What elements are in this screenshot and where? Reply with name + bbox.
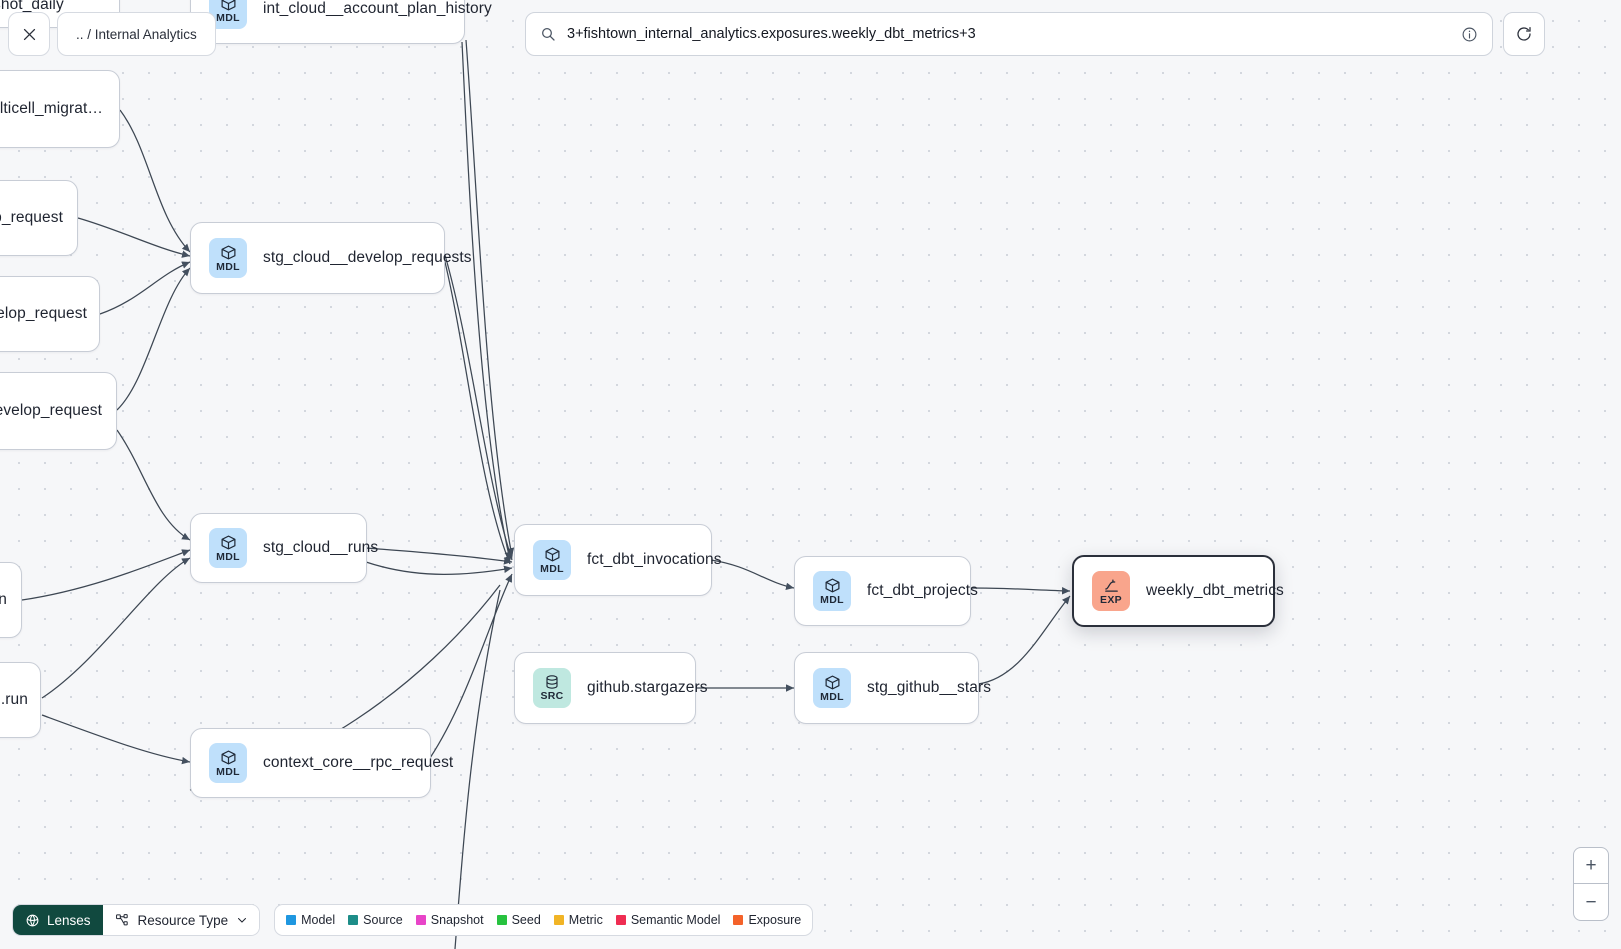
node-label: op_request <box>0 209 63 226</box>
graph-node[interactable]: multicell_migrat… <box>0 70 120 148</box>
legend-label: Source <box>363 913 403 927</box>
info-circle-icon[interactable] <box>1461 26 1478 43</box>
legend-item-exposure: Exposure <box>733 913 801 927</box>
badge-text: MDL <box>216 260 240 273</box>
badge-text: MDL <box>540 562 564 575</box>
node-label: context_core__rpc_request <box>263 754 454 771</box>
graph-node[interactable]: MDL stg_cloud__runs <box>190 513 378 583</box>
search-input[interactable] <box>567 26 1450 42</box>
refresh-icon <box>1517 26 1531 41</box>
chevron-down-icon <box>238 918 247 923</box>
legend-item-semantic-model: Semantic Model <box>615 913 721 927</box>
legend-swatch <box>415 915 426 925</box>
resource-type-dropdown[interactable]: Resource Type <box>102 905 260 935</box>
legend-swatch <box>286 915 297 925</box>
node-label: stg_cloud__develop_requests <box>263 249 472 266</box>
chart-line-icon: EXP <box>1092 571 1130 611</box>
node-label: snapshot_daily <box>0 0 64 13</box>
graph-node[interactable]: velop_request <box>0 276 100 352</box>
lenses-button[interactable]: Lenses <box>13 905 103 935</box>
graph-node[interactable]: MDL stg_cloud__develop_requests <box>190 222 472 294</box>
node-label: _develop_request <box>0 402 102 419</box>
graph-node[interactable]: MDL context_core__rpc_request <box>190 728 453 798</box>
node-label: github.stargazers <box>587 679 708 696</box>
cube-icon: MDL <box>533 540 571 580</box>
zoom-in-label: + <box>1585 855 1597 876</box>
legend-swatch <box>553 915 564 925</box>
node-label: n <box>0 591 7 608</box>
nodes-icon <box>115 913 128 925</box>
search-bar[interactable] <box>525 12 1493 56</box>
graph-node[interactable]: _develop_request <box>0 372 117 450</box>
node-label: fct_dbt_invocations <box>587 551 722 568</box>
graph-node[interactable]: MDL fct_dbt_invocations <box>514 524 722 596</box>
legend-label: Model <box>301 913 336 927</box>
lenses-label: Lenses <box>47 912 91 928</box>
graph-node[interactable]: n <box>0 562 22 638</box>
node-label: multicell_migrat… <box>0 100 103 117</box>
legend-item-metric: Metric <box>553 913 603 927</box>
legend-swatch <box>496 915 507 925</box>
graph-node-selected[interactable]: EXP weekly_dbt_metrics <box>1072 555 1284 627</box>
zoom-controls: + − <box>1573 847 1609 921</box>
badge-text: SRC <box>540 690 564 703</box>
cube-icon: MDL <box>813 668 851 708</box>
node-label: .run <box>0 691 28 708</box>
graph-node[interactable]: SRC github.stargazers <box>514 652 708 724</box>
node-label: stg_github__stars <box>867 679 992 696</box>
zoom-out-button[interactable]: − <box>1574 884 1608 920</box>
graph-node[interactable]: .run <box>0 662 41 738</box>
legend-item-snapshot: Snapshot <box>415 913 484 927</box>
cube-icon: MDL <box>813 571 851 611</box>
badge-text: MDL <box>216 550 240 563</box>
legend-label: Exposure <box>748 913 802 927</box>
cube-icon: MDL <box>209 743 247 783</box>
badge-text: MDL <box>820 690 844 703</box>
legend-label: Semantic Model <box>630 913 721 927</box>
breadcrumb-label: .. / Internal Analytics <box>76 26 197 42</box>
close-icon <box>23 28 35 40</box>
lenses-group: Lenses Resource Type <box>12 904 261 936</box>
node-label: int_cloud__account_plan_history <box>263 0 492 17</box>
refresh-button[interactable] <box>1503 12 1545 56</box>
legend-swatch <box>348 915 359 925</box>
search-icon <box>542 28 555 41</box>
resource-type-legend: Model Source Snapshot Seed Metric Semant… <box>274 904 814 936</box>
cube-icon: MDL <box>209 528 247 568</box>
node-label: stg_cloud__runs <box>263 539 379 556</box>
legend-label: Seed <box>511 913 541 927</box>
lens-aperture-icon <box>26 914 39 926</box>
legend-item-source: Source <box>348 913 403 927</box>
node-label: velop_request <box>0 305 87 322</box>
graph-node[interactable]: op_request <box>0 180 78 256</box>
bottom-toolbar: Lenses Resource Type Model <box>12 904 814 936</box>
close-button[interactable] <box>8 12 50 56</box>
graph-node[interactable]: MDL stg_github__stars <box>794 652 991 724</box>
zoom-in-button[interactable]: + <box>1574 848 1608 884</box>
badge-text: MDL <box>216 11 240 24</box>
graph-node[interactable]: MDL int_cloud__account_plan_history <box>190 0 492 44</box>
node-label: weekly_dbt_metrics <box>1146 582 1284 599</box>
badge-text: EXP <box>1100 593 1122 606</box>
cube-icon: MDL <box>209 238 247 278</box>
graph-node[interactable]: MDL fct_dbt_projects <box>794 556 978 626</box>
resource-type-label: Resource Type <box>137 912 229 928</box>
legend-label: Metric <box>568 913 603 927</box>
zoom-out-label: − <box>1585 891 1597 913</box>
badge-text: MDL <box>820 593 844 606</box>
node-label: fct_dbt_projects <box>867 582 979 599</box>
legend-swatch <box>615 915 626 925</box>
legend-swatch <box>733 915 744 925</box>
database-icon: SRC <box>533 668 571 708</box>
legend-item-seed: Seed <box>496 913 541 927</box>
breadcrumb[interactable]: .. / Internal Analytics <box>57 12 216 56</box>
legend-label: Snapshot <box>430 913 484 927</box>
legend-item-model: Model <box>286 913 335 927</box>
badge-text: MDL <box>216 765 240 778</box>
